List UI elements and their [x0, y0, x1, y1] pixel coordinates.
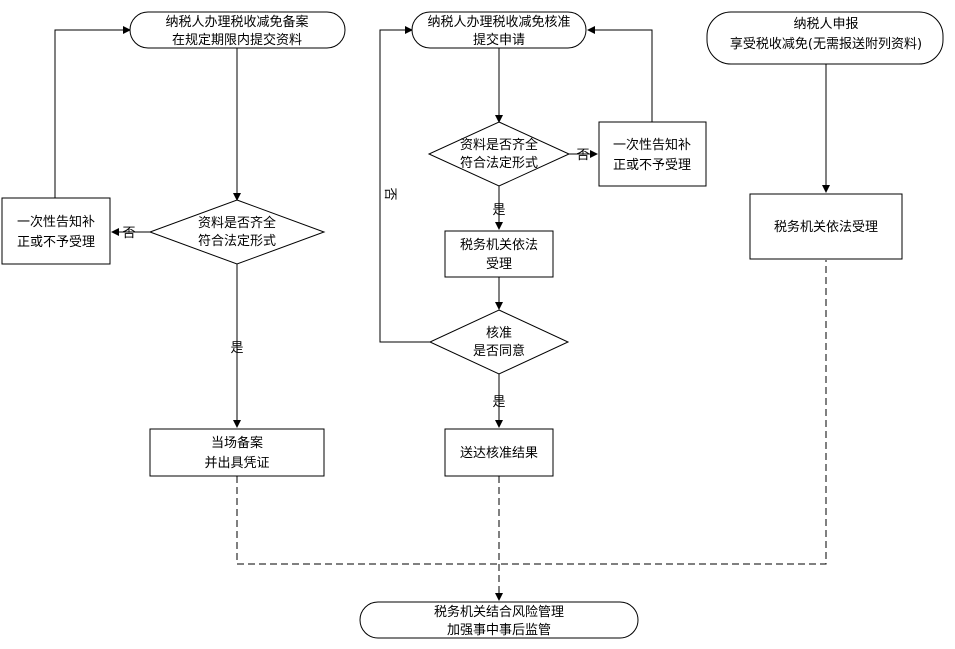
risk-management-line-1: 税务机关结合风险管理 [434, 604, 564, 620]
filing-done-line-2: 并出具凭证 [204, 456, 269, 471]
approval-result-line-1: 送达核准结果 [460, 446, 538, 461]
label-approval-yes: 是 [492, 203, 505, 218]
label-filing-yes: 是 [230, 341, 243, 356]
edge-dashed-merge [236, 260, 827, 565]
risk-management-node: 税务机关结合风险管理 加强事中事后监管 [359, 601, 639, 639]
edge-approval-decision-back-to-start [379, 26, 430, 343]
edge-filing-notice-back-to-start [54, 26, 131, 198]
filing-check-line-1: 资料是否齐全 [198, 215, 276, 231]
filing-start-line-2: 在规定期限内提交资料 [172, 32, 302, 48]
filing-done-line-1: 当场备案 [211, 435, 263, 451]
nodes: 纳税人办理税收减免备案 在规定期限内提交资料 资料是否齐全 符合法定形式 一次性… [1, 11, 944, 639]
approval-result-node: 送达核准结果 [444, 428, 554, 477]
approval-accept-node: 税务机关依法 受理 [444, 230, 554, 278]
filing-start-line-1: 纳税人办理税收减免备案 [165, 14, 308, 30]
label-decision-yes: 是 [492, 395, 505, 410]
label-approval-no: 否 [576, 148, 589, 163]
approval-decision-line-1: 核准 [486, 326, 512, 341]
declare-start-line-2: 享受税收减免(无需报送附列资料) [730, 36, 922, 52]
approval-start-line-2: 提交申请 [473, 32, 525, 48]
filing-notice-node: 一次性告知补 正或不予受理 [1, 197, 111, 265]
label-filing-no: 否 [122, 226, 135, 241]
filing-notice-line-2: 正或不予受理 [17, 235, 95, 250]
edge-labels: 否 是 否 是 否 是 [122, 148, 589, 410]
filing-notice-line-1: 一次性告知补 [17, 214, 95, 230]
approval-start-node: 纳税人办理税收减免核准 提交申请 [411, 11, 587, 49]
approval-accept-line-2: 受理 [486, 257, 512, 272]
edge-approval-notice-back-to-start [587, 26, 653, 122]
approval-check-line-2: 符合法定形式 [460, 155, 538, 171]
approval-start-line-1: 纳税人办理税收减免核准 [427, 15, 570, 30]
declare-start-line-1: 纳税人申报 [793, 17, 858, 32]
risk-management-line-2: 加强事中事后监管 [447, 623, 551, 638]
approval-accept-line-1: 税务机关依法 [460, 237, 538, 253]
filing-done-node: 当场备案 并出具凭证 [149, 428, 325, 477]
approval-check-line-1: 资料是否齐全 [460, 137, 538, 153]
filing-check-node: 资料是否齐全 符合法定形式 [148, 199, 326, 265]
filing-check-line-2: 符合法定形式 [198, 233, 276, 249]
approval-notice-node: 一次性告知补 正或不予受理 [598, 121, 707, 187]
edges [54, 26, 830, 601]
label-decision-no: 否 [382, 187, 397, 200]
approval-decision-line-2: 是否同意 [473, 343, 525, 359]
declare-accept-line-1: 税务机关依法受理 [774, 219, 878, 235]
approval-notice-line-2: 正或不予受理 [613, 158, 691, 173]
declare-start-node: 纳税人申报 享受税收减免(无需报送附列资料) [706, 11, 944, 65]
approval-check-node: 资料是否齐全 符合法定形式 [427, 121, 571, 187]
declare-accept-node: 税务机关依法受理 [749, 193, 903, 260]
approval-decision-node: 核准 是否同意 [428, 309, 570, 375]
filing-start-node: 纳税人办理税收减免备案 在规定期限内提交资料 [129, 11, 346, 49]
approval-notice-line-1: 一次性告知补 [613, 137, 691, 153]
